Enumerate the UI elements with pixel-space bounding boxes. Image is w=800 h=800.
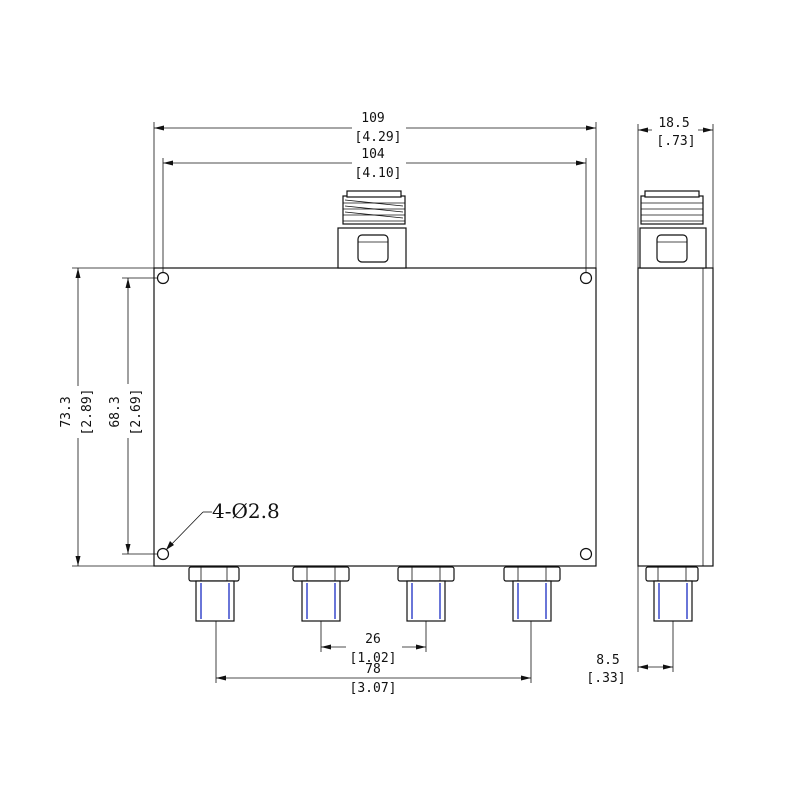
port-offset-mm: 8.5 bbox=[596, 653, 619, 668]
side-output-connector bbox=[645, 566, 699, 622]
dimension-overall-height: 73.3 [2.89] bbox=[58, 267, 154, 567]
hole-spacing-y-mm: 68.3 bbox=[108, 396, 123, 427]
dimension-hole-spacing-x: 104 [4.10] bbox=[162, 146, 587, 272]
overall-width-in: [4.29] bbox=[355, 130, 402, 145]
hole-spacing-y-in: [2.69] bbox=[129, 389, 144, 436]
input-connector bbox=[337, 190, 407, 269]
front-view bbox=[153, 190, 597, 622]
mounting-hole-top-right bbox=[579, 271, 593, 285]
output-connector-4 bbox=[503, 566, 561, 622]
port-offset-in: [.33] bbox=[586, 671, 625, 686]
dimension-port-offset: 8.5 [.33] bbox=[586, 566, 674, 686]
overall-height-in: [2.89] bbox=[80, 389, 95, 436]
port-span-mm: 78 bbox=[365, 662, 381, 677]
dimension-port-pitch: 26 [1.02] bbox=[320, 621, 427, 668]
mounting-hole-bottom-right bbox=[579, 547, 593, 561]
output-connector-2 bbox=[292, 566, 350, 622]
port-pitch-in: [1.02] bbox=[350, 651, 397, 666]
dimension-side-thickness: 18.5 [.73] bbox=[637, 112, 714, 268]
side-thickness-mm: 18.5 bbox=[658, 116, 689, 131]
output-connector-3 bbox=[397, 566, 455, 622]
dimension-overall-width: 109 [4.29] bbox=[153, 110, 597, 268]
side-thickness-in: [.73] bbox=[656, 134, 695, 149]
housing-front bbox=[153, 267, 597, 567]
overall-width-mm: 109 bbox=[361, 111, 384, 126]
side-view bbox=[637, 190, 714, 622]
dimension-hole-spacing-y: 68.3 [2.69] bbox=[106, 277, 158, 555]
housing-side bbox=[637, 267, 714, 567]
holes-callout-text: 4-Ø2.8 bbox=[212, 499, 280, 523]
port-span-in: [3.07] bbox=[350, 681, 397, 696]
port-pitch-mm: 26 bbox=[365, 632, 381, 647]
side-input-connector bbox=[639, 190, 707, 269]
hole-spacing-x-mm: 104 bbox=[361, 147, 385, 162]
dimension-port-span: 78 [3.07] bbox=[215, 621, 532, 698]
hole-spacing-x-in: [4.10] bbox=[355, 166, 402, 181]
overall-height-mm: 73.3 bbox=[59, 396, 74, 427]
output-connector-1 bbox=[188, 566, 240, 622]
holes-callout: 4-Ø2.8 bbox=[165, 499, 280, 551]
